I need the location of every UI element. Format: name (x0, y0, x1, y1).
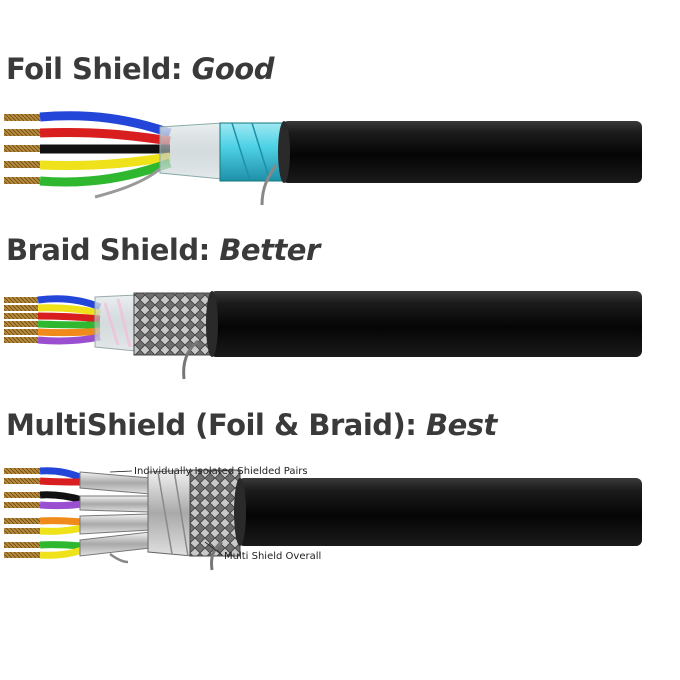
braid-shield-rating: Better (219, 233, 320, 267)
foil-outer-jacket (282, 121, 642, 183)
pairs-callout-leader (109, 470, 133, 473)
foil-shield-rating: Good (191, 52, 275, 86)
foil-shield-cable-diagram (4, 111, 642, 206)
braid-drain-wire (182, 339, 199, 380)
individual-pair-shields (79, 471, 151, 557)
multi-outer-jacket (238, 478, 642, 546)
braid-copper-conductors (4, 297, 38, 343)
braid-shield-cable-diagram (4, 291, 642, 380)
braid-insulated-wires (37, 295, 102, 345)
multishield-rating: Best (425, 408, 497, 442)
multishield-title: MultiShield (Foil & Braid): Best (6, 408, 497, 442)
multi-copper-conductors (4, 468, 40, 558)
braid-shield-title: Braid Shield: Better (6, 233, 320, 267)
foil-shield-title-prefix: Foil Shield: (6, 52, 192, 86)
multishield-cable-diagram: Individually Isolated Shielded Pairs Mul… (4, 466, 642, 571)
foil-drain-wire (94, 167, 161, 199)
multishield-title-prefix: MultiShield (Foil & Braid): (6, 408, 426, 442)
foil-insulated-wires (39, 111, 172, 187)
multi-insulated-wire-pairs (39, 467, 84, 559)
foil-inner-wrap (159, 122, 223, 180)
foil-copper-conductors (4, 114, 40, 184)
multi-overall-braid (189, 469, 241, 557)
braid-shield-layer (133, 292, 213, 356)
overall-callout-label: Multi Shield Overall (224, 551, 321, 562)
multi-drain-wire (210, 540, 223, 571)
foil-shield-drain-wire (260, 164, 278, 206)
braid-shield-title-prefix: Braid Shield: (6, 233, 220, 267)
foil-shield-title: Foil Shield: Good (6, 52, 275, 86)
pairs-callout-label: Individually Isolated Shielded Pairs (134, 466, 308, 477)
braid-outer-jacket (210, 291, 642, 357)
overall-callout-leader (204, 541, 223, 556)
